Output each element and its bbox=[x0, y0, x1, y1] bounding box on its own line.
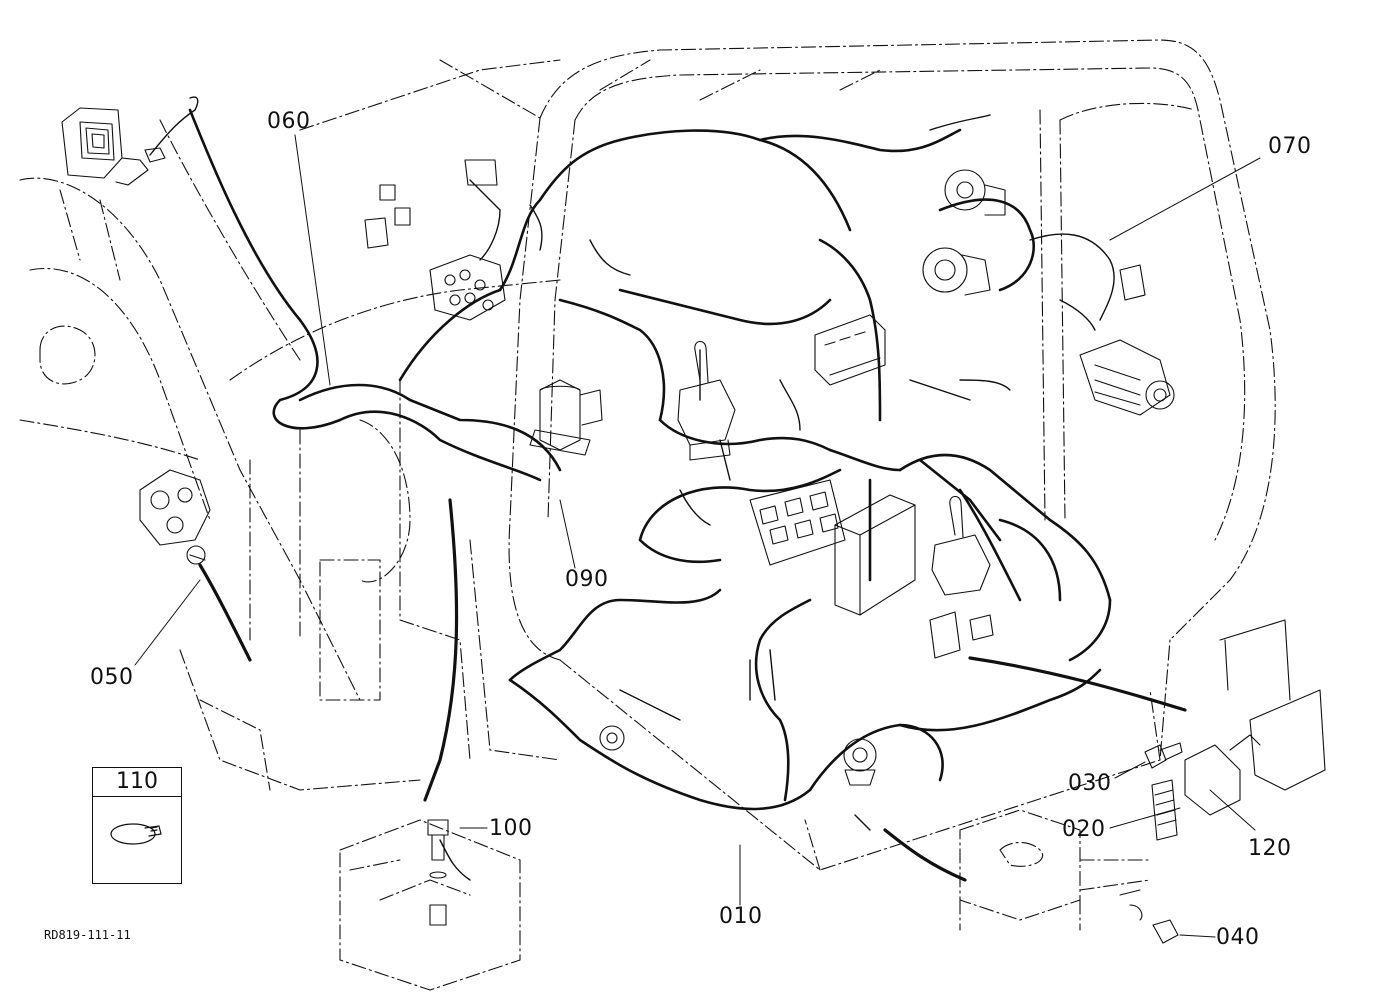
wiper-motor bbox=[599, 725, 877, 786]
inset-box-110: 110 bbox=[92, 767, 182, 884]
callout-050: 050 bbox=[90, 665, 134, 690]
callout-120: 120 bbox=[1248, 836, 1292, 861]
ground-cables bbox=[198, 498, 1187, 882]
bracket-120 bbox=[1184, 619, 1326, 816]
bolt-100 bbox=[427, 819, 449, 926]
leader-lines bbox=[134, 134, 1261, 938]
joystick-left bbox=[677, 340, 736, 461]
callout-010: 010 bbox=[719, 904, 763, 929]
joystick-right bbox=[929, 495, 994, 659]
alternator-right bbox=[922, 169, 1006, 296]
callout-100: 100 bbox=[489, 816, 533, 841]
machine-body bbox=[19, 177, 561, 791]
solenoid-center bbox=[529, 379, 603, 456]
controller-box bbox=[749, 479, 916, 616]
cable-tie-icon bbox=[110, 823, 162, 845]
base-plates bbox=[339, 809, 1151, 991]
bolt-030 bbox=[1144, 742, 1183, 769]
callout-060: 060 bbox=[267, 109, 311, 134]
work-light-component bbox=[61, 107, 166, 186]
hydraulic-valve-left bbox=[139, 469, 211, 565]
cab-frame bbox=[159, 39, 1276, 871]
switch-panel bbox=[814, 314, 886, 386]
label-plate-020 bbox=[1151, 779, 1178, 841]
callout-070: 070 bbox=[1268, 134, 1312, 159]
drawing-code: RD819-111-11 bbox=[44, 928, 131, 942]
thin-wires bbox=[149, 96, 1115, 881]
starter-motor bbox=[1079, 264, 1175, 416]
relay-cluster-top bbox=[364, 159, 506, 321]
callout-090: 090 bbox=[565, 567, 609, 592]
callout-030: 030 bbox=[1068, 771, 1112, 796]
callout-040: 040 bbox=[1216, 925, 1260, 950]
bolt-040 bbox=[1119, 889, 1179, 944]
callout-110: 110 bbox=[93, 768, 181, 797]
callout-020: 020 bbox=[1062, 817, 1106, 842]
main-harness bbox=[188, 108, 1112, 811]
